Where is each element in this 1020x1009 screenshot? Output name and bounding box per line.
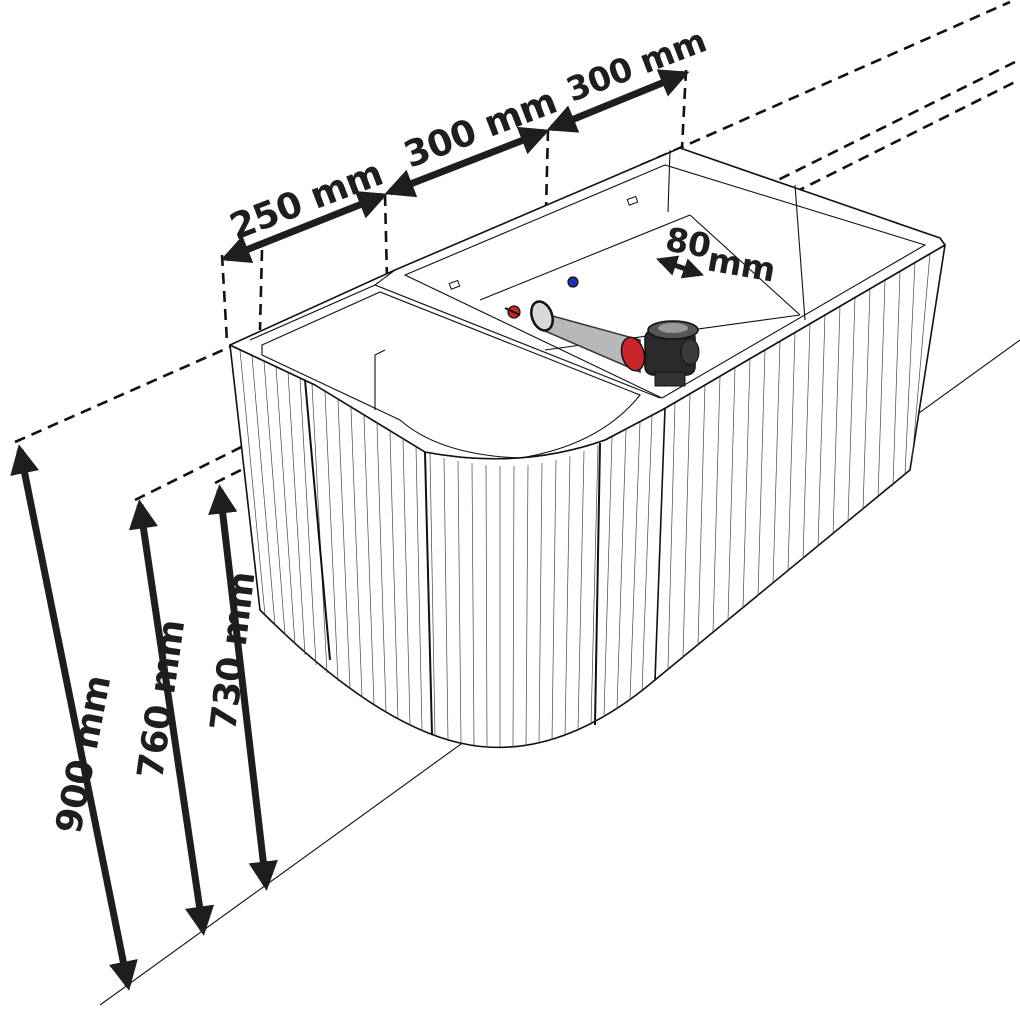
dimension-arrows <box>10 69 704 991</box>
cabinet-top-rim <box>229 147 946 460</box>
arrow-300-b <box>546 69 690 133</box>
arrow-80 <box>656 255 704 279</box>
arrow-760 <box>128 499 215 936</box>
arrow-250 <box>220 191 388 263</box>
arrow-900 <box>10 444 138 991</box>
label-80-value: 80 <box>663 219 714 265</box>
arrow-300-a <box>384 126 550 198</box>
pipe-end <box>530 300 554 332</box>
front-split-2 <box>424 451 433 736</box>
label-300mm-first: 300 mm <box>399 81 563 177</box>
right-side-fluting <box>667 252 931 670</box>
label-730mm: 730 mm <box>203 570 263 734</box>
cabinet <box>229 147 946 749</box>
arrow-730 <box>208 484 278 891</box>
label-900mm: 900 mm <box>49 672 120 837</box>
front-split-1 <box>304 379 331 661</box>
cold-water-valve <box>567 276 579 288</box>
front-split-3 <box>594 442 601 726</box>
plumbing <box>504 276 700 387</box>
label-760mm: 760 mm <box>130 617 193 781</box>
drawer-left-interior <box>261 291 641 459</box>
drawer-right-interior <box>403 164 927 399</box>
red-coupler <box>620 336 646 372</box>
siphon <box>644 320 700 387</box>
